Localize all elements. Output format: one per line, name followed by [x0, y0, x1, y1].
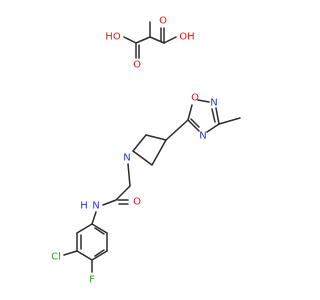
- oxadiazole-bonds: [187, 99, 241, 133]
- atom-label-fluoro: F: [89, 275, 95, 286]
- atom-label-oxadiazole-o: O: [191, 93, 199, 104]
- azetidine-bonds: [132, 119, 189, 166]
- acetamide-labels: O N H: [80, 197, 141, 212]
- atom-label-oxalic-oh-right: OH: [179, 32, 194, 43]
- benzene-labels: Cl F: [51, 252, 95, 286]
- atom-label-azetidine-n: N: [123, 153, 130, 164]
- oxalic-acid-labels: HO O O OH: [105, 16, 194, 71]
- atom-label-chloro: Cl: [51, 252, 61, 263]
- benzene-bonds: [63, 223, 108, 273]
- atom-label-oxalic-o-top-right: O: [159, 16, 167, 27]
- atom-label-oxadiazole-n-top: N: [210, 98, 217, 109]
- oxadiazole-labels: O N N: [191, 93, 218, 142]
- azetidine-labels: N: [123, 153, 130, 164]
- acetamide-bonds: [91, 163, 131, 225]
- atom-label-amide-o: O: [133, 197, 141, 208]
- atom-label-amide-h: H: [80, 201, 88, 212]
- atom-label-oxalic-oh-left: HO: [105, 32, 121, 43]
- oxalic-acid-bonds: [123, 21, 177, 59]
- atom-label-oxadiazole-n-bottom: N: [199, 131, 206, 142]
- atom-label-oxalic-o-bottom-left: O: [133, 60, 141, 71]
- molecule-diagram: HO O O OH O N N N: [51, 16, 241, 286]
- atom-label-amide-n: N: [92, 201, 99, 212]
